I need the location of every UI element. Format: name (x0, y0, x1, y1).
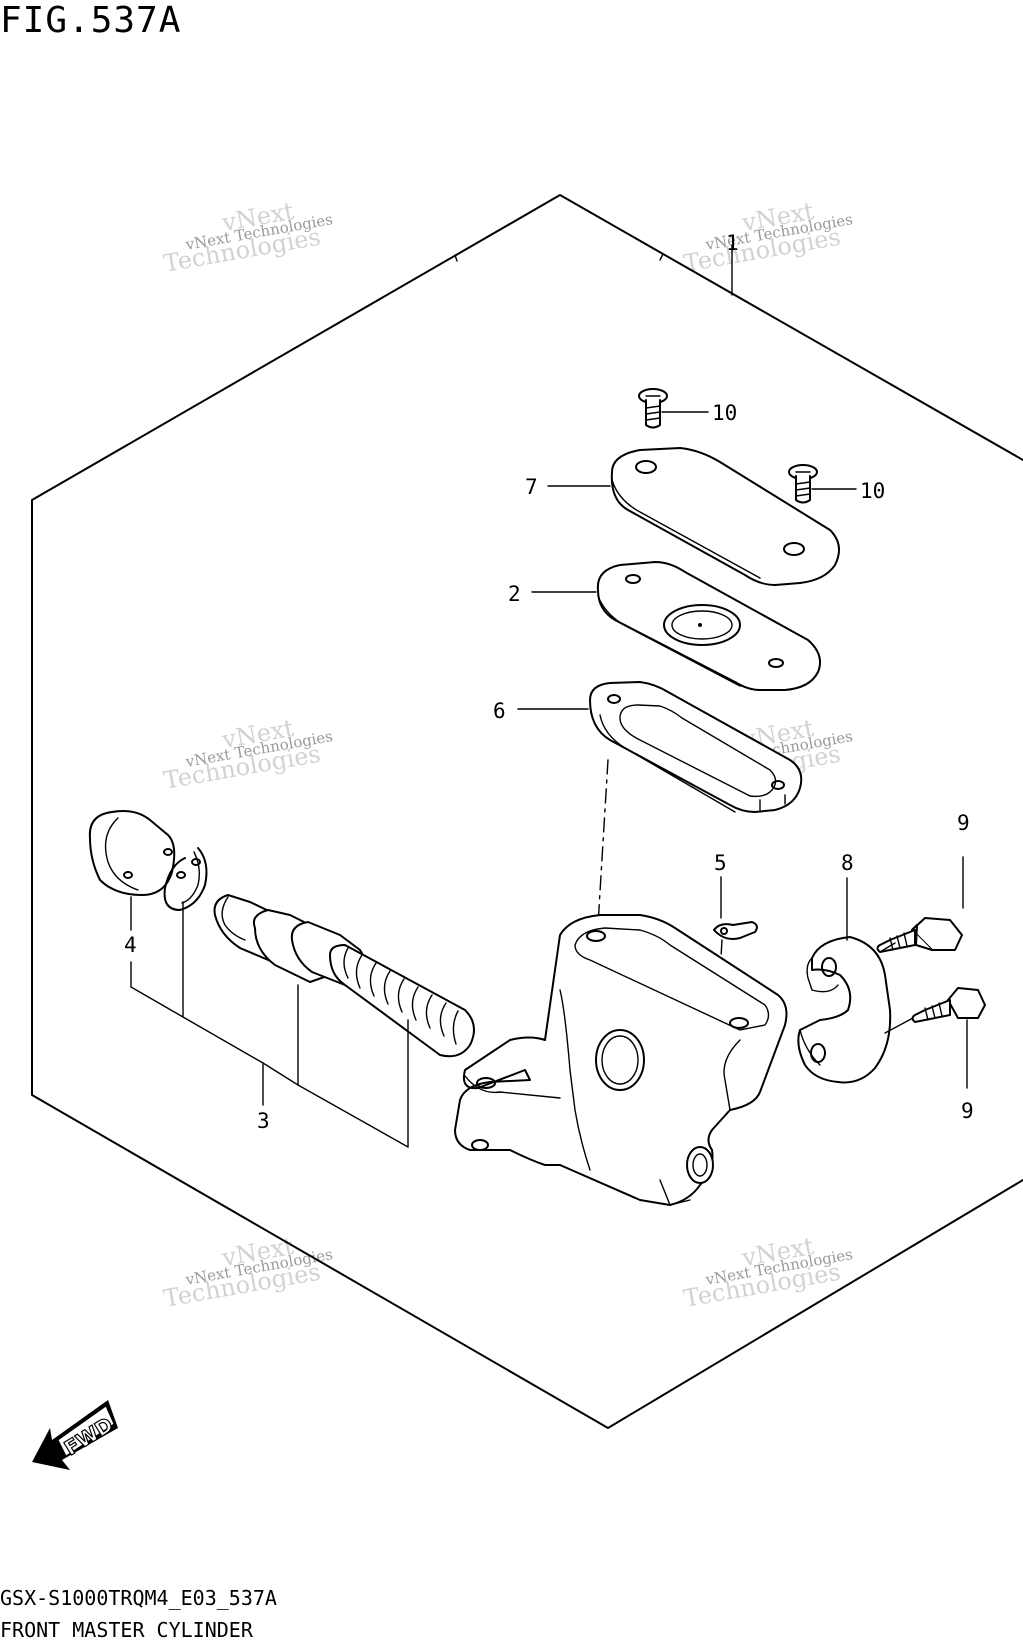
callout-9-lower: 9 (961, 1099, 974, 1123)
clip-5 (713, 921, 758, 940)
figure-code: GSX-S1000TRQM4_E03_537A (0, 1586, 277, 1610)
callout-5: 5 (714, 851, 727, 875)
screw-10-right (788, 464, 818, 504)
callout-10-top: 10 (712, 401, 737, 425)
frame-tick (659, 253, 664, 261)
bracket-3-join (182, 1016, 299, 1086)
bolt-axis (884, 1017, 914, 1034)
callout-9-upper: 9 (957, 811, 970, 835)
diaphragm-plate-2 (596, 561, 821, 691)
figure-name: FRONT MASTER CYLINDER (0, 1618, 253, 1642)
callout-3: 3 (257, 1109, 270, 1133)
fwd-arrow-icon: FWD (32, 1400, 118, 1470)
callout-6: 6 (493, 699, 506, 723)
watermark-top-left: vNext Technologies vNext Technologies (161, 197, 334, 278)
callout-8: 8 (841, 851, 854, 875)
callout-7: 7 (525, 475, 538, 499)
circlip-4 (163, 847, 208, 911)
alignment-line (597, 759, 609, 926)
bolt-9-upper (876, 917, 963, 953)
piston-spring-3 (213, 894, 475, 1058)
screw-10-top (638, 388, 668, 429)
frame-tick (454, 254, 458, 262)
watermark-top-right: vNext Technologies vNext Technologies (681, 197, 854, 278)
assembly-frame (31, 194, 1023, 1429)
master-cylinder-body (454, 914, 788, 1206)
figure-title: FIG.537A (0, 0, 182, 41)
callout-4: 4 (124, 933, 137, 957)
reservoir-cap-7 (610, 447, 840, 586)
reservoir-gasket-6 (589, 681, 803, 813)
watermark-bottom-right: vNext Technologies vNext Technologies (681, 1232, 854, 1313)
callout-2: 2 (508, 582, 521, 606)
callout-10-right: 10 (860, 479, 885, 503)
bolt-9-lower (911, 987, 986, 1023)
boot-4 (88, 810, 176, 896)
watermark-bottom-left: vNext Technologies vNext Technologies (161, 1232, 334, 1313)
bolt-axis (879, 942, 896, 953)
callout-1: 1 (726, 231, 739, 255)
handlebar-clamp-8 (797, 936, 892, 1084)
watermark-mid-left: vNext Technologies vNext Technologies (161, 714, 334, 795)
bracket-4 (130, 901, 184, 1018)
